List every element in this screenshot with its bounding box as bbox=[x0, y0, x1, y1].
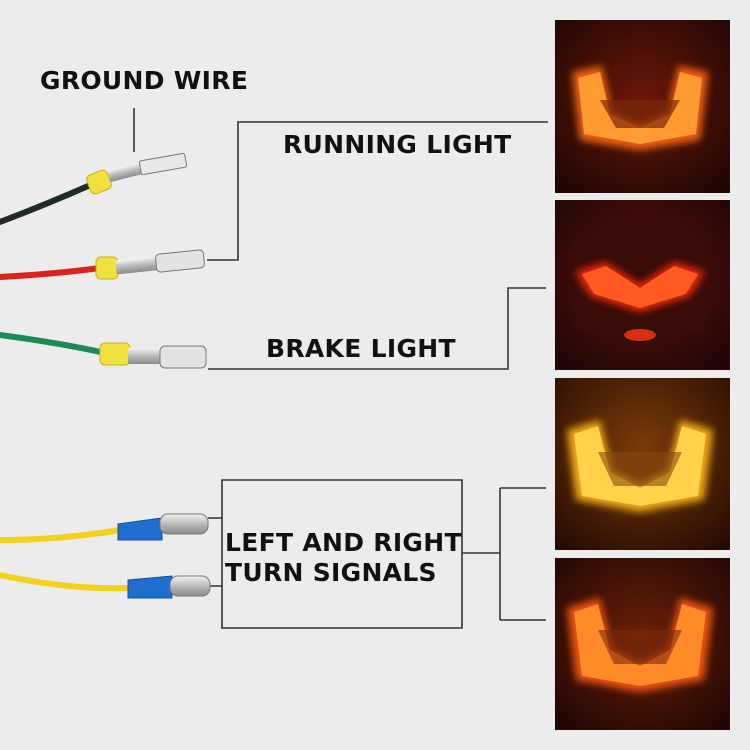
brake-wire-cable bbox=[0, 332, 108, 356]
running-light-label: RUNNING LIGHT bbox=[283, 130, 512, 159]
turn-connectors bbox=[208, 517, 222, 587]
ground-wire-cable bbox=[0, 180, 98, 225]
turn-wire-cable-1 bbox=[0, 527, 123, 543]
turn-connector-1 bbox=[117, 513, 209, 541]
brake-light-photo bbox=[555, 200, 730, 370]
turn-signal-photo-mixed bbox=[555, 558, 730, 730]
running-wire-cable bbox=[0, 265, 103, 280]
turn-signals-label: LEFT AND RIGHT TURN SIGNALS bbox=[225, 528, 462, 588]
turn-wire-cable-2 bbox=[0, 572, 133, 592]
leader-lines bbox=[133, 108, 548, 629]
brake-leader bbox=[208, 287, 546, 370]
turn-leader bbox=[462, 487, 546, 621]
ground-connector bbox=[86, 152, 188, 195]
ground-wire-label: GROUND WIRE bbox=[40, 66, 249, 95]
turn-signals-label-line1: LEFT AND RIGHT bbox=[225, 528, 462, 557]
brake-connector bbox=[99, 342, 207, 369]
running-connector bbox=[95, 249, 205, 280]
running-leader bbox=[207, 121, 548, 261]
brake-light-label: BRAKE LIGHT bbox=[266, 334, 456, 363]
turn-signal-photo-amber bbox=[555, 378, 730, 550]
turn-signals-label-line2: TURN SIGNALS bbox=[225, 558, 437, 587]
turn-connector-2 bbox=[127, 575, 211, 599]
turn-bracket bbox=[221, 479, 463, 629]
wires bbox=[0, 180, 133, 592]
running-light-photo bbox=[555, 20, 730, 193]
